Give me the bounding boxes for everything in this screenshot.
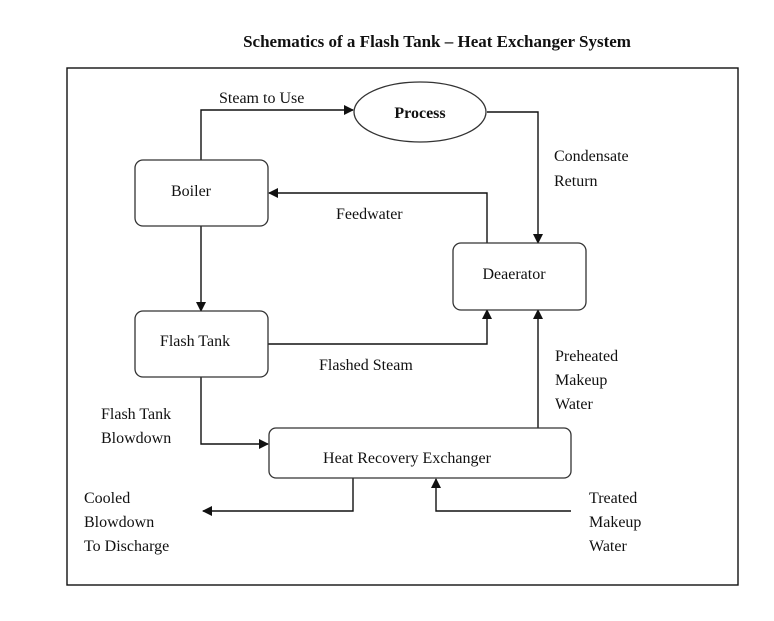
heat-recovery-exchanger-box <box>268 427 572 479</box>
node-deaerator: Deaerator <box>452 242 587 311</box>
edge-condensate-return <box>487 111 543 244</box>
flash-tank-box <box>134 310 269 378</box>
boiler-box <box>134 159 269 227</box>
node-process: Process <box>353 81 487 143</box>
edge-flashed-steam <box>268 309 492 345</box>
label-preheated-makeup-water: Preheated Makeup Water <box>555 348 622 413</box>
node-heat-recovery-exchanger: Heat Recovery Exchanger <box>268 427 572 479</box>
node-flash-tank: Flash Tank <box>134 310 269 378</box>
label-condensate-return: Condensate Return <box>554 148 633 190</box>
flash-tank-label: Flash Tank <box>160 333 230 350</box>
label-flashed-steam: Flashed Steam <box>319 357 413 374</box>
deaerator-box <box>452 242 587 311</box>
edge-steam-to-use <box>200 105 354 160</box>
label-cooled-blowdown: Cooled Blowdown To Discharge <box>84 490 169 555</box>
process-ellipse <box>353 81 487 143</box>
label-treated-makeup-water: Treated Makeup Water <box>589 490 645 555</box>
boiler-label: Boiler <box>171 183 212 200</box>
label-flash-tank-blowdown: Flash Tank Blowdown <box>101 406 175 447</box>
deaerator-label: Deaerator <box>482 266 546 283</box>
process-label: Process <box>394 105 445 122</box>
heat-recovery-exchanger-label: Heat Recovery Exchanger <box>323 450 492 467</box>
edge-treated-makeup-water <box>431 478 571 512</box>
label-feedwater: Feedwater <box>336 206 403 223</box>
edge-flash-tank-blowdown <box>200 377 269 449</box>
node-boiler: Boiler <box>134 159 269 227</box>
edge-cooled-blowdown <box>202 478 354 516</box>
edge-feedwater <box>268 188 488 243</box>
edges <box>196 105 571 516</box>
diagram-frame <box>66 67 739 586</box>
label-steam-to-use: Steam to Use <box>219 90 304 107</box>
diagram-title: Schematics of a Flash Tank – Heat Exchan… <box>243 32 631 51</box>
